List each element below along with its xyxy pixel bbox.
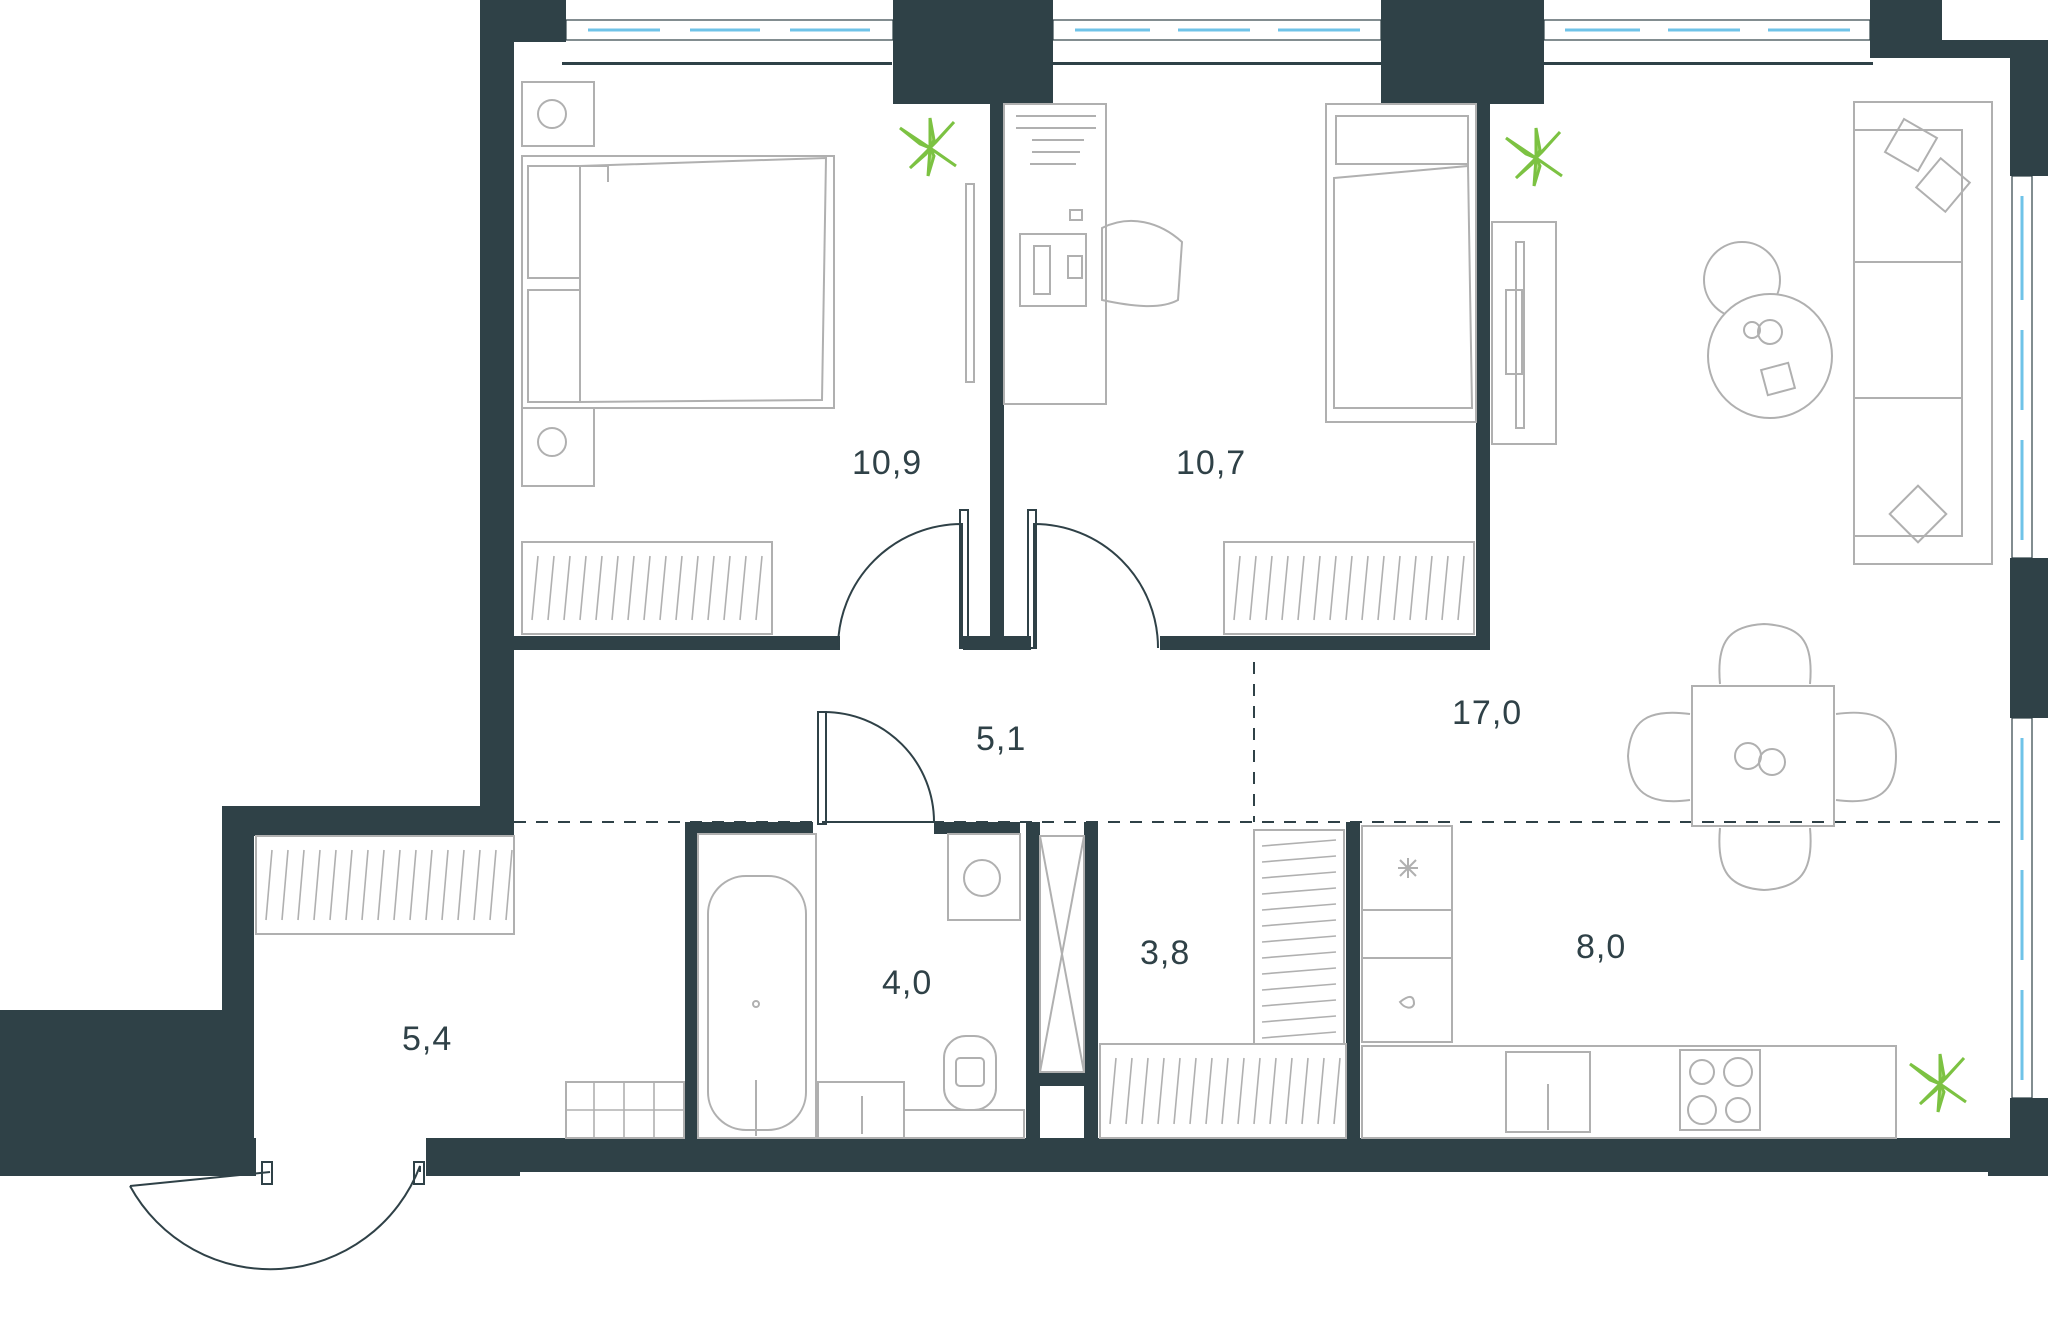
area-label-bathroom: 4,0 [882,964,932,1002]
kitchen-furniture [1361,825,1897,1139]
area-label-entrance-hall: 5,4 [402,1020,452,1058]
area-label-bedroom-2: 10,7 [1176,444,1246,482]
area-labels: 10,9 10,7 5,1 17,0 5,4 4,0 3,8 8,0 [402,444,1626,1058]
hatching [265,555,1465,1125]
area-label-storage: 3,8 [1140,934,1190,972]
area-label-hallway: 5,1 [976,720,1026,758]
bathroom-furniture [697,833,1025,1139]
walls [0,0,2048,1176]
bedroom-2-furniture [1003,103,1557,635]
area-label-bedroom-1: 10,9 [852,444,922,482]
windows [565,19,2033,1099]
plant-icon [1909,1053,1967,1113]
area-label-kitchen: 8,0 [1576,928,1626,966]
doors [129,509,1159,1271]
plant-icon [1505,127,1563,187]
storage-furniture [1039,829,1347,1139]
plant-icon [899,117,957,177]
entrance-furniture [255,835,685,1139]
living-room-furniture [1626,101,1993,892]
area-label-living-room: 17,0 [1452,694,1522,732]
zone-dividers [514,662,2010,823]
bedroom-1-furniture [521,81,975,635]
